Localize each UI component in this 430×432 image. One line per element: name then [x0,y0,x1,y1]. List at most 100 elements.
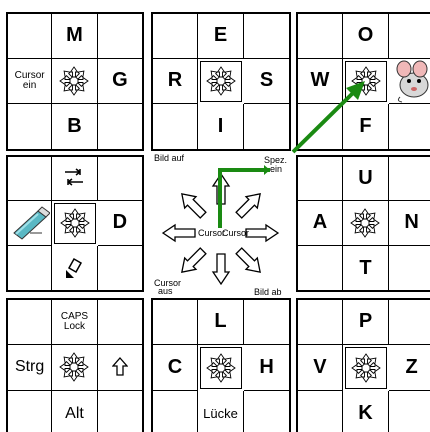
block-mr-cell-3 [389,157,430,201]
block-bl-cell-3 [98,300,142,345]
block-tm-cell-9 [244,104,289,149]
key-v: V [313,356,326,379]
eight-arrows-icon [59,352,89,382]
center-area: Bild auf Spez. ein Cursor Cursor Cursor … [148,152,294,297]
key-g: G [112,69,128,92]
block-tm-cell-3 [244,14,289,59]
block-ml-cell-3 [98,157,142,201]
block-br-cell-9 [389,391,430,432]
block-bm-cell-2: L [198,300,244,345]
block-tl-cell-4: Cursor ein [8,59,52,105]
block-bl-cell-1 [8,300,52,345]
eight-arrows-icon [59,66,89,96]
block-tr-cell-6 [389,59,430,105]
block-ml-cell-6: D [98,201,142,246]
label-cursor-left: Cursor [198,229,225,238]
block-br-cell-4: V [298,345,343,391]
block-br-cell-3 [389,300,430,345]
block-tr-cell-3 [389,14,430,59]
block-top-middle: E R S I [151,12,291,151]
block-bm-cell-6: H [244,345,289,391]
block-ml-cell-1 [8,157,52,201]
tab-icon [62,167,86,189]
block-tr-cell-4: W [298,59,343,105]
key-k: K [358,402,372,425]
block-tl-cell-9 [98,104,142,149]
block-mr-cell-2: U [343,157,389,201]
eight-arrows-icon [206,353,236,383]
mouse-icon [392,59,430,103]
block-tm-cell-4: R [153,59,198,105]
block-bm-cell-3 [244,300,289,345]
return-icon [63,256,85,280]
block-br-cell-8: K [343,391,389,432]
block-bottom-right: P V Z K [296,298,430,432]
block-tm-center [200,61,242,103]
block-tr-cell-1 [298,14,343,59]
eight-arrows-icon [351,353,381,383]
block-br-cell-7 [298,391,343,432]
block-tl-cell-1 [8,14,52,59]
block-br-cell-2: P [343,300,389,345]
block-mr-cell-6: N [389,201,430,246]
label-spez-ein-line2: ein [270,165,282,174]
block-tr-cell-7 [298,104,343,149]
key-f: F [359,115,371,138]
key-r: R [168,69,182,92]
eight-arrows-icon [350,208,380,238]
block-mr-cell-8: T [343,246,389,290]
block-tl-cell-3 [98,14,142,59]
block-bl-cell-8: Alt [52,391,98,432]
block-mr-cell-9 [389,246,430,290]
eight-arrows-icon [206,66,236,96]
key-i: I [218,115,224,138]
block-tr-center [345,61,387,103]
key-u: U [358,167,372,190]
key-n: N [404,211,418,234]
key-s: S [260,69,273,92]
key-strg: Strg [15,358,44,376]
label-bild-ab: Bild ab [254,288,282,297]
block-tl-cell-2: M [52,14,98,59]
block-mr-center [343,201,389,246]
block-br-cell-6: Z [389,345,430,391]
label-cursor-aus-line2: aus [158,287,173,296]
block-tl-cell-7 [8,104,52,149]
block-tm-cell-8: I [198,104,244,149]
block-mr-cell-7 [298,246,343,290]
block-ml-center [54,203,96,244]
block-top-left: M Cursor ein G B [6,12,144,151]
block-tl-cell-8: B [52,104,98,149]
block-top-right: O W F [296,12,430,151]
key-t: T [359,257,371,280]
block-middle-left: D [6,155,144,292]
block-mr-cell-1 [298,157,343,201]
block-bl-cell-7 [8,391,52,432]
block-tm-cell-6: S [244,59,289,105]
block-tr-cell-2: O [343,14,389,59]
block-bl-cell-4: Strg [8,345,52,391]
block-ml-cell-7 [8,246,52,290]
key-z: Z [405,356,417,379]
shift-icon [112,357,128,377]
caps-lock-line2: Lock [64,322,85,332]
block-bottom-left: CAPS Lock Strg Alt [6,298,144,432]
block-bl-cell-9 [98,391,142,432]
usb-stick-icon [10,203,50,243]
key-e: E [214,24,227,47]
key-d: D [113,211,127,234]
eight-arrows-icon [60,208,90,238]
key-alt: Alt [65,405,84,423]
key-luecke: Lücke [203,406,238,421]
block-tl-cell-6: G [98,59,142,105]
block-mr-cell-4: A [298,201,343,246]
block-tm-cell-2: E [198,14,244,59]
key-p: P [359,310,372,333]
key-a: A [313,211,327,234]
block-ml-cell-4 [8,201,52,246]
block-tl-center [52,59,98,105]
key-b: B [67,115,81,138]
key-h: H [259,356,273,379]
block-middle-right: U A N T [296,155,430,292]
label-cursor-right: Cursor [222,229,249,238]
